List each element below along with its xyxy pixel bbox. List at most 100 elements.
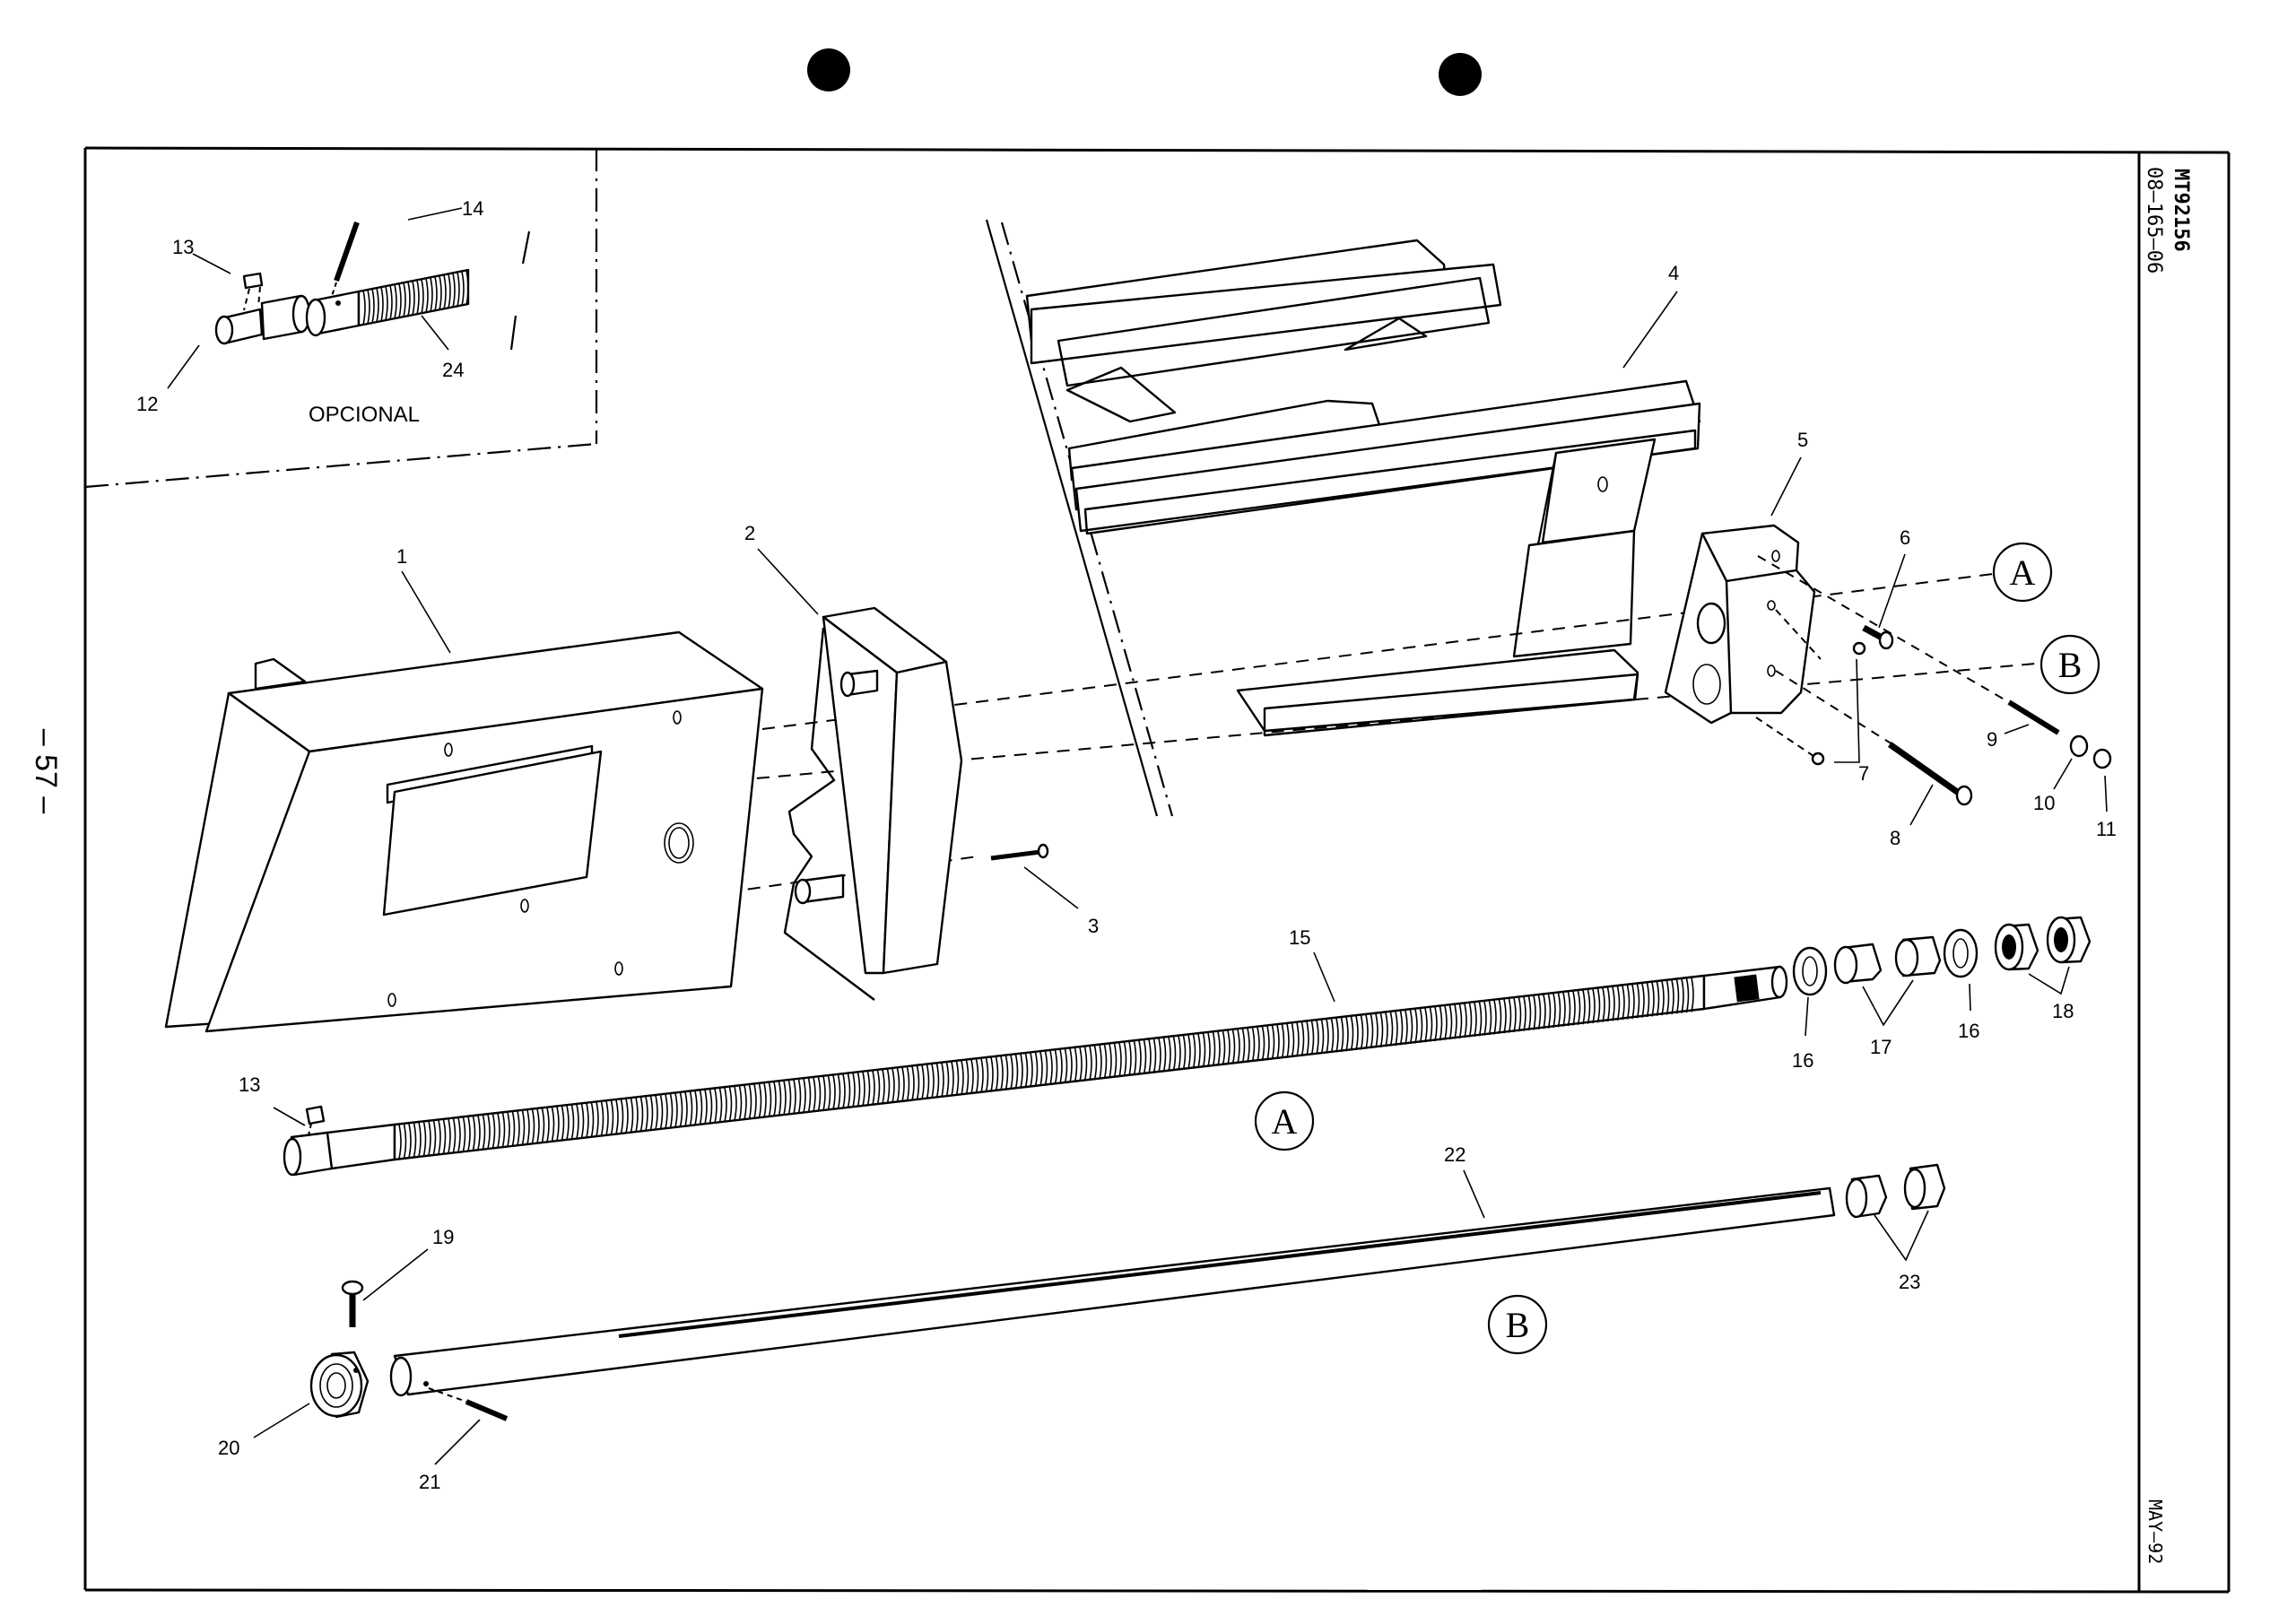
- thread-line: [432, 1120, 437, 1155]
- thread-line: [1587, 989, 1591, 1024]
- thread-line: [1030, 1052, 1033, 1088]
- thread-line: [753, 1083, 757, 1119]
- svg-text:B: B: [2058, 645, 2083, 685]
- callout-1: 1: [396, 545, 407, 568]
- thread-line: [832, 1074, 836, 1110]
- thread-line: [935, 1063, 940, 1099]
- thread-line: [448, 274, 451, 308]
- thread-line: [645, 1096, 648, 1131]
- thread-line: [536, 1108, 540, 1143]
- thread-line: [434, 276, 438, 311]
- thread-line: [452, 1117, 457, 1153]
- thread-line: [655, 1095, 658, 1130]
- thread-line: [467, 1116, 471, 1151]
- thread-line: [965, 1060, 970, 1095]
- thread-line: [1606, 986, 1611, 1022]
- thread-line: [1320, 1020, 1325, 1055]
- callout-15: 15: [1289, 926, 1310, 949]
- thread-line: [847, 1073, 851, 1108]
- thread-line: [1385, 1012, 1388, 1047]
- thread-line: [1405, 1010, 1408, 1045]
- thread-line: [1636, 984, 1640, 1019]
- thread-line: [439, 275, 442, 310]
- thread-line: [385, 286, 388, 321]
- thread-line: [1474, 1002, 1477, 1038]
- thread-line: [1261, 1026, 1265, 1061]
- thread-line: [394, 284, 397, 319]
- thread-line: [1227, 1030, 1231, 1065]
- thread-line: [1375, 1013, 1378, 1048]
- thread-line: [462, 1116, 466, 1152]
- thread-line: [926, 1064, 930, 1099]
- thread-line: [1118, 1042, 1122, 1078]
- part-8-bolt: [1887, 742, 1973, 806]
- thread-line: [813, 1077, 816, 1112]
- thread-line: [1562, 992, 1566, 1027]
- thread-line: [1409, 1009, 1413, 1045]
- thread-line: [1602, 987, 1605, 1022]
- thread-line: [857, 1072, 861, 1108]
- inset-pin-14: [334, 221, 360, 282]
- thread-line: [610, 1099, 614, 1135]
- part-5-bearing-block: [1664, 524, 1816, 725]
- thread-line: [376, 287, 379, 323]
- thread-line: [882, 1069, 885, 1104]
- thread-line: [1083, 1047, 1088, 1082]
- part-10-washer: [2069, 734, 2089, 758]
- thread-line: [1014, 1054, 1019, 1090]
- thread-line: [1192, 1034, 1196, 1069]
- thread-line: [1498, 999, 1502, 1034]
- thread-line: [389, 285, 393, 320]
- thread-line: [425, 278, 429, 313]
- thread-line: [1024, 1053, 1029, 1088]
- thread-line: [1044, 1051, 1048, 1086]
- part-2-bracket: [783, 606, 963, 1001]
- thread-line: [596, 1101, 599, 1137]
- punch-hole-left: [807, 48, 850, 91]
- thread-line: [448, 1118, 451, 1153]
- thread-line: [1444, 1005, 1448, 1040]
- thread-line: [1172, 1036, 1177, 1072]
- svg-text:B: B: [1506, 1305, 1530, 1345]
- thread-line: [1631, 984, 1635, 1020]
- thread-line: [630, 1098, 634, 1133]
- thread-line: [497, 1113, 500, 1148]
- thread-line: [362, 290, 366, 326]
- thread-line: [955, 1061, 960, 1096]
- thread-line: [980, 1058, 984, 1093]
- thread-line: [1306, 1021, 1309, 1056]
- callout-19: 19: [432, 1226, 454, 1248]
- thread-line: [1370, 1013, 1374, 1049]
- thread-line: [748, 1084, 752, 1119]
- thread-line: [758, 1083, 762, 1118]
- thread-line: [1513, 997, 1517, 1033]
- thread-line: [1646, 982, 1650, 1018]
- thread-line: [1197, 1033, 1201, 1069]
- thread-line: [442, 1119, 447, 1154]
- thread-line: [556, 1106, 560, 1142]
- part-11-nut: [2092, 748, 2112, 769]
- thread-line: [1103, 1044, 1108, 1079]
- thread-line: [1152, 1038, 1157, 1073]
- thread-line: [1310, 1021, 1315, 1056]
- thread-line: [1596, 988, 1601, 1023]
- thread-line: [817, 1076, 822, 1112]
- thread-line: [477, 1115, 481, 1151]
- thread-line: [600, 1101, 604, 1136]
- thread-line: [615, 1099, 619, 1134]
- thread-line: [1231, 1030, 1236, 1064]
- thread-line: [773, 1082, 777, 1116]
- part-4-table: [1025, 239, 1701, 737]
- part-22-shaft: [389, 1186, 1836, 1397]
- thread-line: [1365, 1014, 1369, 1049]
- ref-marker-b-top: B: [2039, 634, 2100, 695]
- thread-line: [408, 1123, 412, 1158]
- thread-line: [1109, 1043, 1112, 1079]
- callout-4: 4: [1668, 262, 1679, 284]
- thread-line: [1691, 977, 1694, 1012]
- thread-line: [1671, 979, 1674, 1015]
- thread-line: [1685, 977, 1690, 1013]
- thread-line: [625, 1099, 629, 1134]
- thread-line: [891, 1068, 895, 1103]
